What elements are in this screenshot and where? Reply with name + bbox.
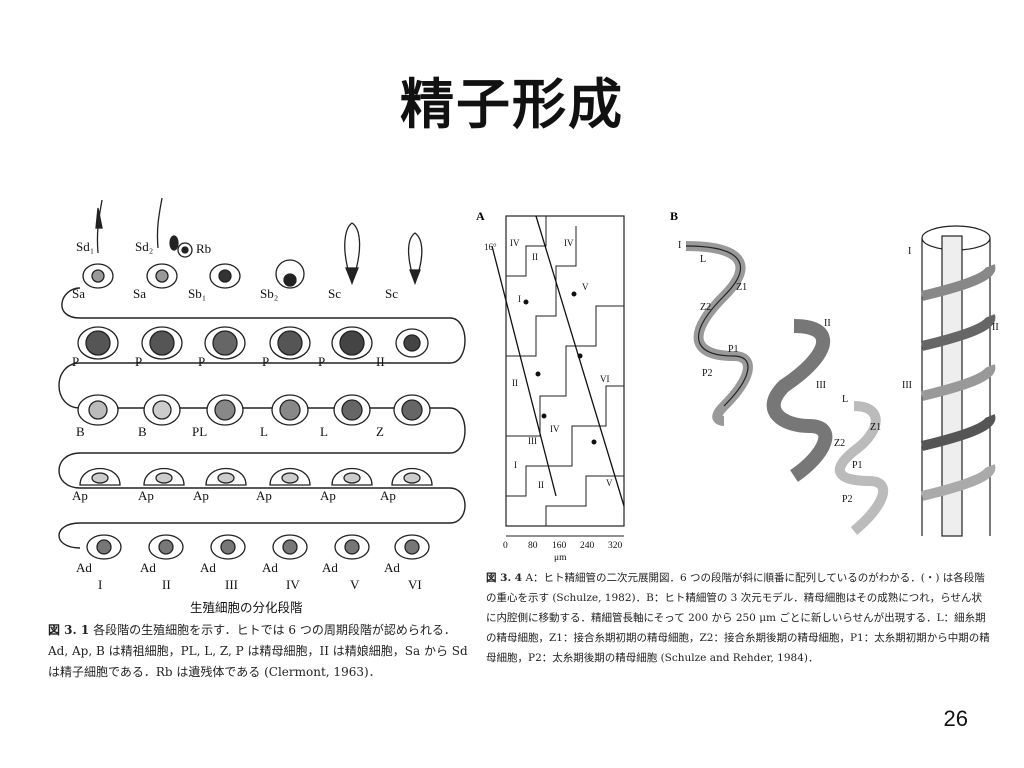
- figure-label: L: [842, 394, 848, 405]
- figure-label: II: [376, 354, 385, 369]
- figure-label: 80: [528, 541, 538, 551]
- figure-label: P2: [842, 494, 853, 505]
- figure-label: Sc: [328, 286, 341, 301]
- fig1-caption: 図 3. 1 各段階の生殖細胞を示す．ヒトでは 6 つの周期段階が認められる．A…: [48, 620, 468, 683]
- figure-label: Z2: [834, 438, 845, 449]
- figure-label: V: [582, 282, 589, 292]
- fig2-caption-label: 図 3. 4: [486, 572, 523, 584]
- fig1-subtitle: 生殖細胞の分化段階: [190, 600, 303, 615]
- figure-tubule-2d: A 16° IV II I II III I IV II V VI IV V 0…: [476, 209, 625, 563]
- figure-helix-3d: B I L Z1 Z2 P1 P2 II III L Z1 Z2 P1 P2 I…: [670, 209, 999, 537]
- figure-label: P: [318, 354, 325, 369]
- figure-label: I: [98, 577, 102, 592]
- figure-label: 0: [503, 541, 508, 551]
- figure-label: P: [72, 354, 79, 369]
- figure-label: L: [320, 424, 328, 439]
- figure-label: II: [538, 480, 544, 490]
- figure-label: P: [262, 354, 269, 369]
- figure-label: Sb₁: [188, 286, 206, 301]
- figure-label: IV: [564, 238, 574, 248]
- fig1-caption-text: 各段階の生殖細胞を示す．ヒトでは 6 つの周期段階が認められる．Ad, Ap, …: [48, 623, 468, 679]
- figure-label: P: [135, 354, 142, 369]
- figure-label: Sc: [385, 286, 398, 301]
- figure-label: Ad: [384, 560, 400, 575]
- label-sd2: Sd₂: [135, 239, 153, 254]
- fig1-caption-label: 図 3. 1: [48, 623, 90, 637]
- figure-label: 16°: [484, 242, 497, 252]
- figure-label: P2: [702, 368, 713, 379]
- figure-label: Z1: [736, 282, 747, 293]
- figure-label: Z2: [700, 302, 711, 313]
- figure-label: 240: [580, 541, 595, 551]
- figure-label: L: [700, 254, 706, 265]
- figure-label: I: [908, 246, 911, 257]
- figure-label: Ap: [380, 488, 396, 503]
- figure-label: VI: [408, 577, 422, 592]
- slide-title: 精子形成: [400, 73, 624, 136]
- figure-label: III: [902, 380, 912, 391]
- figure-label: Ap: [256, 488, 272, 503]
- figure-label: III: [225, 577, 238, 592]
- figure-label: P: [198, 354, 205, 369]
- figure-label: Ad: [76, 560, 92, 575]
- figure-label: I: [518, 294, 521, 304]
- figure-label: VI: [600, 374, 610, 384]
- row-cells-2: [77, 326, 429, 360]
- figure-label: P1: [852, 460, 863, 471]
- fig2-caption: 図 3. 4 A：ヒト精細管の二次元展開図．6 つの段階が斜に順番に配列している…: [486, 568, 992, 668]
- figure-label: 160: [552, 541, 567, 551]
- stage-flow-path: [58, 287, 466, 549]
- figure-label: Ap: [193, 488, 209, 503]
- figure-label: II: [532, 252, 538, 262]
- figure-label: II: [162, 577, 171, 592]
- figure-label: II: [824, 318, 831, 329]
- diagonal-line-right: [535, 215, 625, 507]
- figure-label: Z1: [870, 422, 881, 433]
- row-spermatids: [82, 197, 423, 289]
- figure-label: PL: [192, 424, 207, 439]
- figure-label: I: [678, 240, 681, 251]
- label-rb: Rb: [196, 241, 211, 256]
- row-cells-3: [77, 394, 431, 426]
- label-sd1: Sd₁: [76, 239, 94, 254]
- row-cells-4: [79, 467, 433, 486]
- figure-label: III: [528, 436, 537, 446]
- figure-label: Ap: [72, 488, 88, 503]
- figure-label: V: [350, 577, 360, 592]
- figure-label: Sb₂: [260, 286, 278, 301]
- panel-a-label: A: [476, 209, 485, 223]
- figure-label: B: [76, 424, 85, 439]
- page-number: 26: [943, 706, 968, 731]
- figure-label: III: [816, 380, 826, 391]
- figure-label: Ad: [200, 560, 216, 575]
- panel-b-label: B: [670, 209, 678, 223]
- figure-label: IV: [286, 577, 300, 592]
- figure-label: Ad: [140, 560, 156, 575]
- fig2-caption-text: A：ヒト精細管の二次元展開図．6 つの段階が斜に順番に配列しているのがわかる．(…: [486, 572, 990, 664]
- figure-label: Ap: [138, 488, 154, 503]
- figure-label: Sa: [72, 286, 85, 301]
- figure-label: II: [512, 378, 518, 388]
- figure-label: 320: [608, 541, 623, 551]
- row-cells-5: [86, 534, 430, 560]
- figure-label: IV: [510, 238, 520, 248]
- figure-label: L: [260, 424, 268, 439]
- figure-label: IV: [550, 424, 560, 434]
- figure-label: Ap: [320, 488, 336, 503]
- figure-label: Sa: [133, 286, 146, 301]
- figure-label: I: [514, 460, 517, 470]
- figure-germ-cells: Sd₁ Sd₂ Rb Sa Sa Sb₁ Sb₂ Sc Sc P P P P P…: [58, 197, 466, 592]
- figure-label: V: [606, 478, 613, 488]
- figure-label: μm: [554, 553, 567, 563]
- diagonal-line-left: [491, 245, 557, 497]
- figure-label: B: [138, 424, 147, 439]
- figure-label: P1: [728, 344, 739, 355]
- figure-label: II: [992, 322, 999, 333]
- figure-label: Ad: [322, 560, 338, 575]
- figure-label: Ad: [262, 560, 278, 575]
- figure-label: Z: [376, 424, 384, 439]
